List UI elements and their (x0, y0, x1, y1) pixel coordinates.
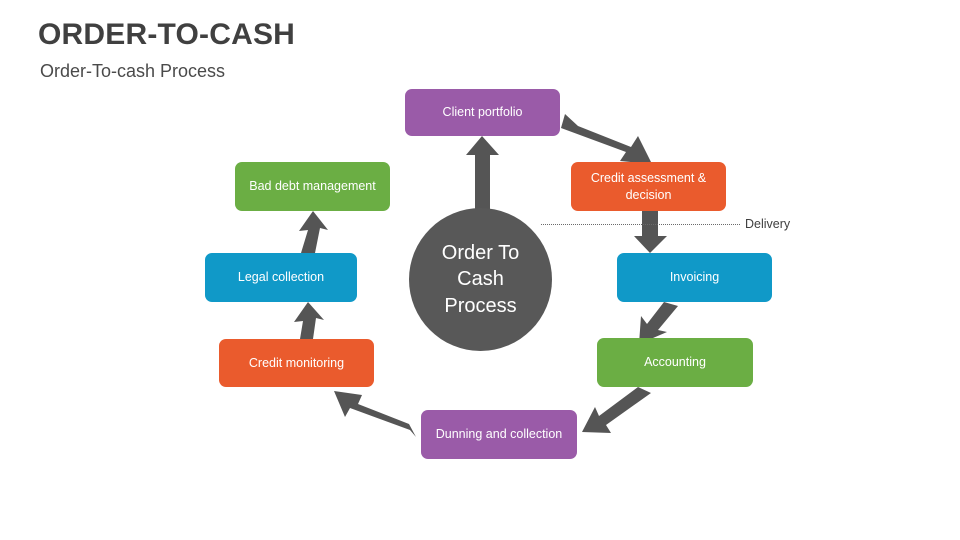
delivery-dotted-line (541, 224, 740, 225)
node-label: Dunning and collection (435, 427, 563, 442)
arrow-invoicing-to-accounting (639, 302, 678, 344)
node-client-portfolio[interactable]: Client portfolio (405, 89, 560, 136)
node-label: Client portfolio (442, 105, 523, 120)
node-label: Accounting (644, 355, 706, 370)
page-title: ORDER-TO-CASH (38, 18, 296, 51)
page-subtitle: Order-To-cash Process (40, 61, 226, 81)
node-bad-debt-management[interactable]: Bad debt management (235, 162, 390, 211)
arrow-dunning-to-credit-monitoring (334, 391, 416, 437)
node-accounting[interactable]: Accounting (597, 338, 753, 387)
hub-label: Order To Cash Process (441, 241, 520, 317)
node-label: Credit assessment & decision (590, 170, 707, 202)
arrow-credit-monitoring-to-legal-collection (294, 302, 324, 339)
node-label: Invoicing (669, 270, 720, 285)
node-dunning-and-collection[interactable]: Dunning and collection (421, 410, 577, 459)
node-invoicing[interactable]: Invoicing (617, 253, 772, 302)
node-credit-assessment-decision[interactable]: Credit assessment & decision (571, 162, 726, 211)
arrow-hub-to-client-portfolio (466, 136, 499, 250)
node-credit-monitoring[interactable]: Credit monitoring (219, 339, 374, 387)
node-label: Bad debt management (249, 179, 376, 194)
arrow-client-portfolio-to-credit-assessment (561, 114, 652, 164)
arrow-legal-collection-to-bad-debt (299, 211, 328, 253)
delivery-label: Delivery (745, 217, 791, 231)
node-legal-collection[interactable]: Legal collection (205, 253, 357, 302)
arrow-credit-assessment-to-invoicing (634, 211, 667, 253)
arrow-accounting-to-dunning (582, 387, 651, 433)
node-label: Credit monitoring (248, 355, 345, 370)
node-label: Legal collection (237, 270, 325, 285)
hub-circle[interactable]: Order To Cash Process (409, 208, 552, 351)
